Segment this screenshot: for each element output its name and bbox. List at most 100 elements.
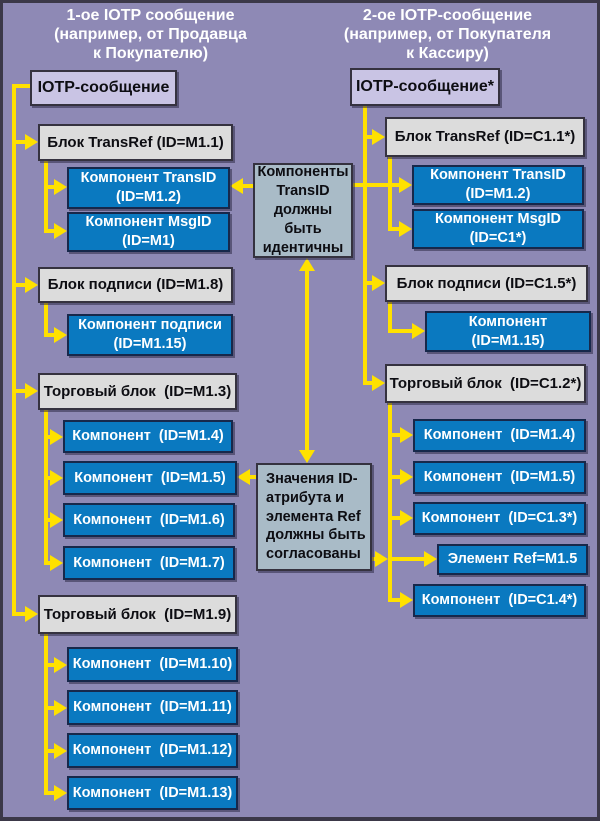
left-branch-line-signature <box>14 283 26 287</box>
arrow-into-left-trade2 <box>25 606 38 622</box>
node-comp-m1-11-left: Компонент (ID=M1.11) <box>67 690 238 725</box>
left-branch-line-trade2 <box>14 612 26 616</box>
left-branch-line-transid <box>44 185 56 189</box>
arrow-note1-to-right-transid <box>399 177 412 193</box>
left-branch-line-m1-11 <box>44 706 56 710</box>
arrow-down-into-note2 <box>299 450 315 463</box>
node-trade-block-right: Торговый блок (ID=C1.2*) <box>385 364 586 403</box>
left-transref-child-line <box>44 159 48 233</box>
arrow-into-left-signature-block <box>25 277 38 293</box>
arrow-into-left-m1-5 <box>50 470 63 486</box>
inter-note-line <box>305 270 309 451</box>
arrow-into-right-trade <box>372 375 385 391</box>
node-element-ref-right: Элемент Ref=M1.5 <box>437 544 588 575</box>
left-branch-line-m1-5 <box>44 476 52 480</box>
arrow-into-right-m1-5 <box>400 469 413 485</box>
right-transref-child-line <box>388 155 392 231</box>
node-comp-m1-13-left: Компонент (ID=M1.13) <box>67 776 238 810</box>
node-comp-m1-4-left: Компонент (ID=M1.4) <box>63 420 233 453</box>
note-ref-consistent: Значения ID- атрибута и элемента Ref дол… <box>256 463 372 571</box>
left-branch-line-m1-12 <box>44 749 56 753</box>
note1-right-line <box>353 183 399 187</box>
arrow-into-left-m1-13 <box>54 785 67 801</box>
right-branch-line-sig-comp <box>388 329 413 333</box>
arrow-note1-to-left-transid <box>230 178 243 194</box>
left-branch-line-transref <box>14 140 26 144</box>
right-branch-line-m1-4 <box>388 433 401 437</box>
node-comp-m1-12-left: Компонент (ID=M1.12) <box>67 733 238 768</box>
left-root-stub-line <box>12 84 30 88</box>
left-branch-line-m1-6 <box>44 518 52 522</box>
right-branch-line-trade <box>365 381 374 385</box>
arrow-into-right-ref-elem <box>424 551 437 567</box>
node-iotp-message-right: IOTP-сообщение* <box>350 68 500 106</box>
note-transid-identical: Компоненты TransID должны быть идентичны <box>253 163 353 258</box>
node-comp-m1-7-left: Компонент (ID=M1.7) <box>63 546 235 580</box>
node-signature-comp-right: Компонент (ID=M1.15) <box>425 311 591 352</box>
node-comp-m1-6-left: Компонент (ID=M1.6) <box>63 503 235 537</box>
left-main-line <box>12 84 16 616</box>
node-trade-block-2-left: Торговый блок (ID=M1.9) <box>38 595 237 634</box>
right-signature-child-line <box>388 300 392 333</box>
right-branch-line-transref <box>365 135 374 139</box>
arrow-into-right-sig-comp <box>412 323 425 339</box>
arrow-into-left-m1-6 <box>50 512 63 528</box>
node-signature-block-right: Блок подписи (ID=C1.5*) <box>385 265 588 302</box>
right-branch-line-c1-3 <box>388 516 401 520</box>
arrow-into-left-m1-10 <box>54 657 67 673</box>
node-block-transref-left: Блок TransRef (ID=M1.1) <box>38 124 233 161</box>
arrow-into-right-msgid <box>399 221 412 237</box>
arrow-up-into-note1 <box>299 258 315 271</box>
arrow-into-left-transid <box>54 179 67 195</box>
right-branch-line-signature <box>365 281 374 285</box>
arrow-into-left-transref <box>25 134 38 150</box>
left-branch-line-m1-10 <box>44 663 56 667</box>
right-branch-line-c1-4 <box>388 598 401 602</box>
arrow-note2-to-left-m1-5 <box>237 469 250 485</box>
left-trade1-child-line <box>44 408 48 565</box>
arrow-into-left-sig-comp <box>54 327 67 343</box>
arrow-into-left-m1-11 <box>54 700 67 716</box>
node-comp-m1-5-right: Компонент (ID=M1.5) <box>413 461 586 494</box>
left-branch-line-msgid <box>44 229 56 233</box>
arrow-into-right-signature-block <box>372 275 385 291</box>
node-comp-m1-5-left: Компонент (ID=M1.5) <box>63 461 237 495</box>
arrow-into-left-m1-7 <box>50 555 63 571</box>
node-comp-m1-4-right: Компонент (ID=M1.4) <box>413 419 586 452</box>
right-branch-line-msgid <box>388 227 401 231</box>
node-trade-block-1-left: Торговый блок (ID=M1.3) <box>38 373 237 410</box>
arrow-into-right-c1-3 <box>400 510 413 526</box>
right-trade-child-line <box>388 401 392 602</box>
arrow-into-right-c1-4 <box>400 592 413 608</box>
arrow-into-right-transref <box>372 129 385 145</box>
arrow-into-left-msgid <box>54 223 67 239</box>
node-iotp-message-left: IOTP-сообщение <box>30 70 177 106</box>
node-comp-msgid-right: Компонент MsgID (ID=C1*) <box>412 209 584 249</box>
right-branch-line-m1-5 <box>388 475 401 479</box>
note2-left-line <box>250 475 256 479</box>
node-comp-msgid-left: Компонент MsgID (ID=M1) <box>67 212 230 252</box>
right-column-header: 2-ое IOTP-сообщение (например, от Покупа… <box>343 7 552 62</box>
right-main-line <box>363 104 367 385</box>
node-signature-block-left: Блок подписи (ID=M1.8) <box>38 267 233 303</box>
arrow-note2-to-right-tree <box>375 551 388 567</box>
left-signature-child-line <box>44 301 48 337</box>
left-branch-line-m1-7 <box>44 561 52 565</box>
node-comp-c1-3-right: Компонент (ID=C1.3*) <box>413 502 586 535</box>
left-trade2-child-line <box>44 632 48 795</box>
node-signature-comp-left: Компонент подписи (ID=M1.15) <box>67 314 233 356</box>
node-comp-transid-right: Компонент TransID (ID=M1.2) <box>412 165 584 205</box>
arrow-into-left-m1-4 <box>50 429 63 445</box>
arrow-into-right-m1-4 <box>400 427 413 443</box>
left-column-header: 1-ое IOTP сообщение (например, от Продав… <box>54 7 247 62</box>
note2-right-line <box>372 557 376 561</box>
arrow-into-left-trade1 <box>25 383 38 399</box>
node-comp-transid-left: Компонент TransID (ID=M1.2) <box>67 167 230 209</box>
node-comp-m1-10-left: Компонент (ID=M1.10) <box>67 647 238 682</box>
node-comp-c1-4-right: Компонент (ID=C1.4*) <box>413 584 586 617</box>
left-branch-line-m1-4 <box>44 435 52 439</box>
left-branch-line-m1-13 <box>44 791 56 795</box>
right-branch-line-ref-elem <box>388 557 425 561</box>
left-branch-line-sig-comp <box>44 333 56 337</box>
